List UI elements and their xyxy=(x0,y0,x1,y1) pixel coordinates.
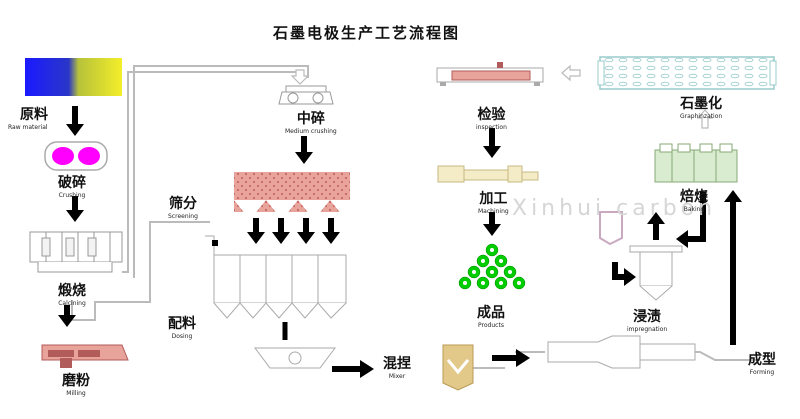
graphitization-furnace-icon xyxy=(597,56,777,90)
label-baking: 焙烧 Baking xyxy=(680,189,708,213)
watermark-text: Xinhui carbon xyxy=(512,196,717,221)
label-medium-crushing: 中碎 Medium crushing xyxy=(285,111,337,135)
label-graphitization: 石墨化 Graphinzation xyxy=(680,96,723,120)
hollow-arrows xyxy=(290,64,714,129)
label-calcining: 煅烧 Calcining xyxy=(58,283,86,307)
crusher-icon xyxy=(44,141,108,171)
inspection-icon xyxy=(436,62,544,86)
baking-furnace-icon xyxy=(654,143,738,183)
mill-icon xyxy=(41,344,129,368)
silos-icon xyxy=(205,235,347,319)
label-inspection: 检验 inspection xyxy=(476,107,507,131)
hopper-icon xyxy=(234,172,350,220)
label-crushing: 破碎 Crushing xyxy=(58,175,86,199)
mixer-icon xyxy=(442,344,474,391)
label-machining: 加工 Machining xyxy=(478,191,509,215)
label-forming: 成型 Forming xyxy=(748,352,776,376)
label-screening: 筛分 Screening xyxy=(168,196,198,220)
impregnation-icon xyxy=(599,211,683,301)
label-milling: 磨粉 Milling xyxy=(62,373,90,397)
raw-material-box xyxy=(25,58,122,96)
scale-icon xyxy=(254,322,336,369)
label-mixer: 混捏 Mixer xyxy=(383,356,411,380)
label-impregnation: 浸渍 impregnation xyxy=(627,309,668,333)
machining-icon xyxy=(437,165,539,183)
flow-arrows xyxy=(58,106,742,378)
label-raw-material: 原料 Raw material xyxy=(8,107,48,131)
label-dosing: 配料 Dosing xyxy=(168,316,196,340)
calcining-furnace-icon xyxy=(29,231,123,273)
diagram-title: 石墨电极生产工艺流程图 xyxy=(273,24,461,42)
forming-press-icon xyxy=(547,335,696,369)
medium-crusher-icon xyxy=(278,85,334,105)
label-products: 成品 Products xyxy=(477,305,505,329)
